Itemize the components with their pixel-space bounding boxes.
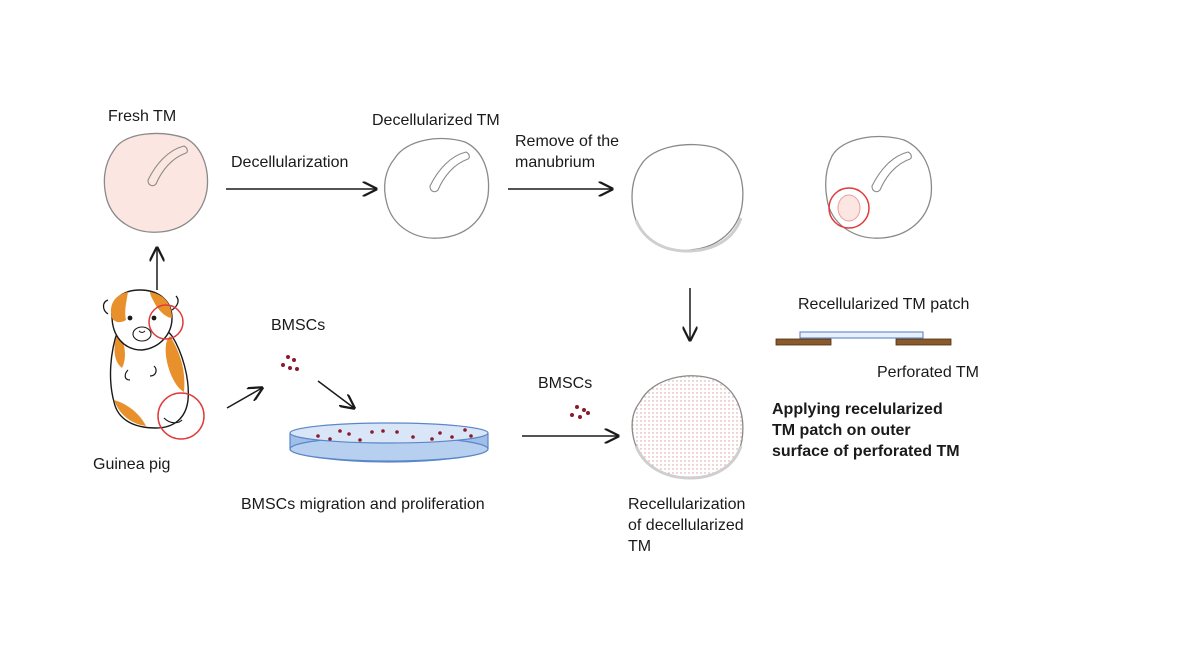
guinea-pig-illustration (102, 289, 205, 440)
label-decellularization: Decellularization (231, 154, 349, 171)
arrow-bmscs-to-dish (317, 380, 354, 408)
label-perforated: Perforated TM (877, 364, 979, 381)
label-migration: BMSCs migration and proliferation (241, 496, 485, 513)
label-fresh-tm: Fresh TM (108, 108, 177, 125)
label-remove-manubrium: Remove of the manubrium (515, 133, 620, 171)
label-recellularization: Recellularization of decellularized TM (628, 496, 746, 555)
label-bmscs-1: BMSCs (271, 317, 326, 334)
label-guinea-pig: Guinea pig (93, 456, 171, 473)
fresh-tm-membrane (103, 132, 209, 233)
bmscs-cells-1 (281, 355, 299, 371)
tm-without-manubrium (631, 143, 744, 253)
label-applying: Applying recelularized TM patch on outer… (772, 401, 960, 460)
label-patch: Recellularized TM patch (798, 296, 970, 313)
recellularized-tm-membrane (631, 375, 744, 480)
arrow-pig-to-bmscs (226, 388, 262, 409)
decellularized-tm-membrane (384, 137, 490, 239)
patch-schematic (775, 331, 952, 346)
label-bmscs-2: BMSCs (538, 375, 593, 392)
bmscs-cells-2 (570, 405, 590, 419)
culture-dish (289, 422, 489, 463)
label-decellularized-tm: Decellularized TM (372, 112, 500, 129)
perforated-tm-membrane (825, 135, 933, 239)
